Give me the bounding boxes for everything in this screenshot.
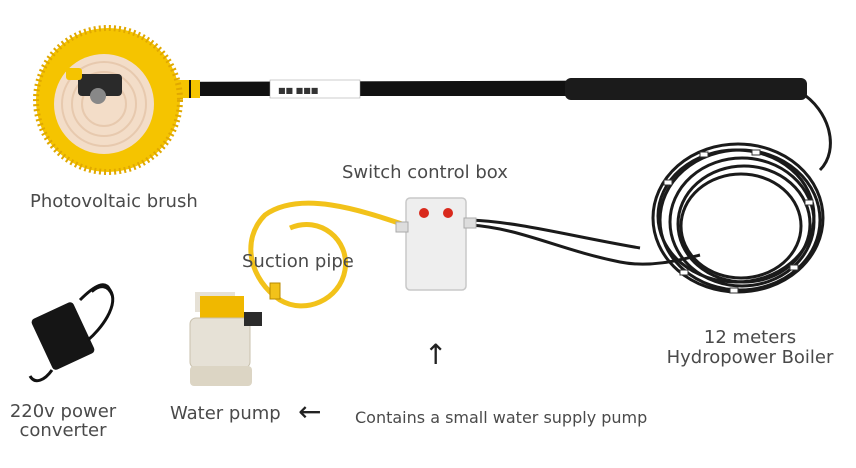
coiled-hose (469, 90, 832, 294)
hose-clips (663, 149, 814, 294)
power-converter-label-line1: 220v power (9, 401, 117, 422)
boiler-label-line1: 12 meters (703, 327, 797, 348)
boiler-label-line2: Hydropower Boiler (666, 347, 834, 368)
boiler-label: 12 meters Hydropower Boiler (660, 328, 840, 368)
telescopic-pole (120, 78, 807, 100)
photovoltaic-brush-label: Photovoltaic brush (30, 191, 198, 212)
switch-control-box-label: Switch control box (342, 162, 508, 183)
power-converter-label: 220v power converter (0, 402, 126, 440)
switch-control-box (395, 197, 477, 291)
pole-tag: ■■ ■■■ (278, 86, 318, 95)
up-arrow-icon: ↑ (424, 338, 448, 371)
suction-pipe-label: Suction pipe (242, 251, 354, 272)
power-converter (28, 283, 115, 383)
left-arrow-icon: ← (298, 395, 322, 428)
water-pump-label: Water pump (170, 403, 281, 424)
brush-head (33, 25, 183, 175)
water-pump (189, 292, 262, 386)
power-converter-label-line2: converter (19, 420, 107, 441)
supply-pump-note: Contains a small water supply pump (355, 408, 648, 427)
